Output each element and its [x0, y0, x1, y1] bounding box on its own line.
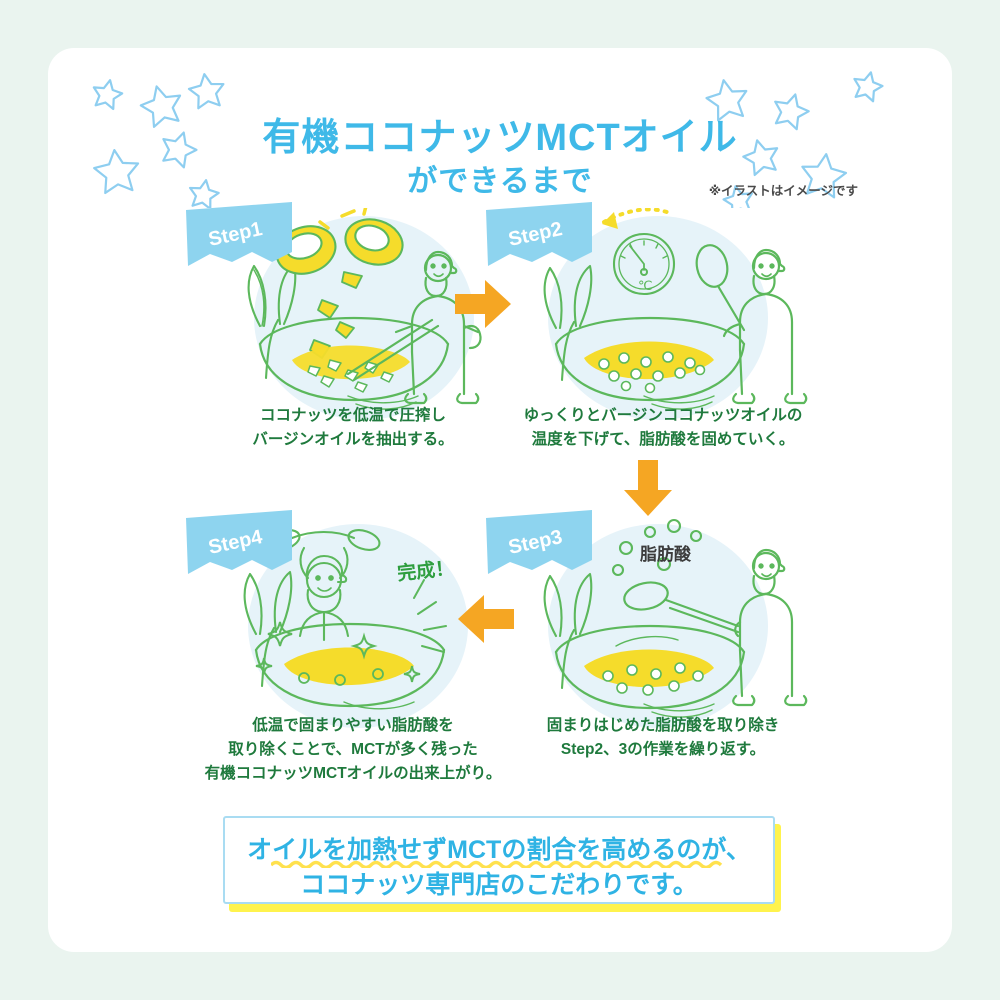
callout-line-1: オイルを加熱せずMCTの割合を高めるのが、 [247, 836, 751, 864]
step-4-badge: Step4 [186, 510, 292, 574]
callout-line-2: ココナッツ専門店のこだわりです。 [300, 871, 698, 899]
arrow-step1-to-step2 [455, 280, 511, 328]
wavy-underline [271, 860, 723, 868]
infographic-card: 有機ココナッツMCTオイル ができるまで ※イラストはイメージです [48, 48, 952, 952]
step-4: 完成！ 低温で固まりやすい脂肪酸を 取り除くことで、MCTが多く残った 有機ココ… [186, 510, 518, 818]
bottom-callout: オイルを加熱せずMCTの割合を高めるのが、 ココナッツ専門店のこだわりです。 [223, 816, 781, 912]
step-1-caption: ココナッツを低温で圧搾し バージンオイルを抽出する。 [252, 407, 454, 449]
step-2: ℃ [486, 202, 828, 508]
arrow-step3-to-step4 [458, 595, 514, 643]
step-3: 脂肪酸 [486, 510, 828, 818]
step-1-badge: Step1 [186, 202, 292, 266]
fatty-acid-annotation: 脂肪酸 [640, 544, 692, 564]
step-3-caption: 固まりはじめた脂肪酸を取り除き Step2、3の作業を繰り返す。 [546, 717, 780, 759]
decorative-stars [92, 71, 884, 208]
step-3-badge: Step3 [486, 510, 592, 574]
cooling-oil-illustration: ℃ [543, 208, 808, 420]
arrow-step2-to-step3 [624, 460, 672, 516]
step-2-badge: Step2 [486, 202, 592, 266]
svg-text:℃: ℃ [638, 278, 653, 293]
page-title: 有機ココナッツMCTオイル [262, 117, 738, 159]
title-section: 有機ココナッツMCTオイル ができるまで ※イラストはイメージです [48, 58, 952, 208]
coconut-pressing-illustration [247, 208, 482, 420]
skimming-fatty-acid-illustration: 脂肪酸 [543, 518, 808, 728]
step-1: ココナッツを低温で圧搾し バージンオイルを抽出する。 Step1 [186, 202, 518, 508]
step-2-caption: ゆっくりとバージンココナッツオイルの 温度を下げて、脂肪酸を固めていく。 [523, 407, 803, 449]
page-subtitle: ができるまで [407, 165, 593, 198]
callout-box: オイルを加熱せずMCTの割合を高めるのが、 ココナッツ専門店のこだわりです。 [223, 816, 775, 904]
illustration-disclaimer: ※イラストはイメージです [708, 184, 858, 198]
step-4-caption: 低温で固まりやすい脂肪酸を 取り除くことで、MCTが多く残った 有機ココナッツM… [204, 717, 502, 783]
sparkles [255, 579, 447, 683]
